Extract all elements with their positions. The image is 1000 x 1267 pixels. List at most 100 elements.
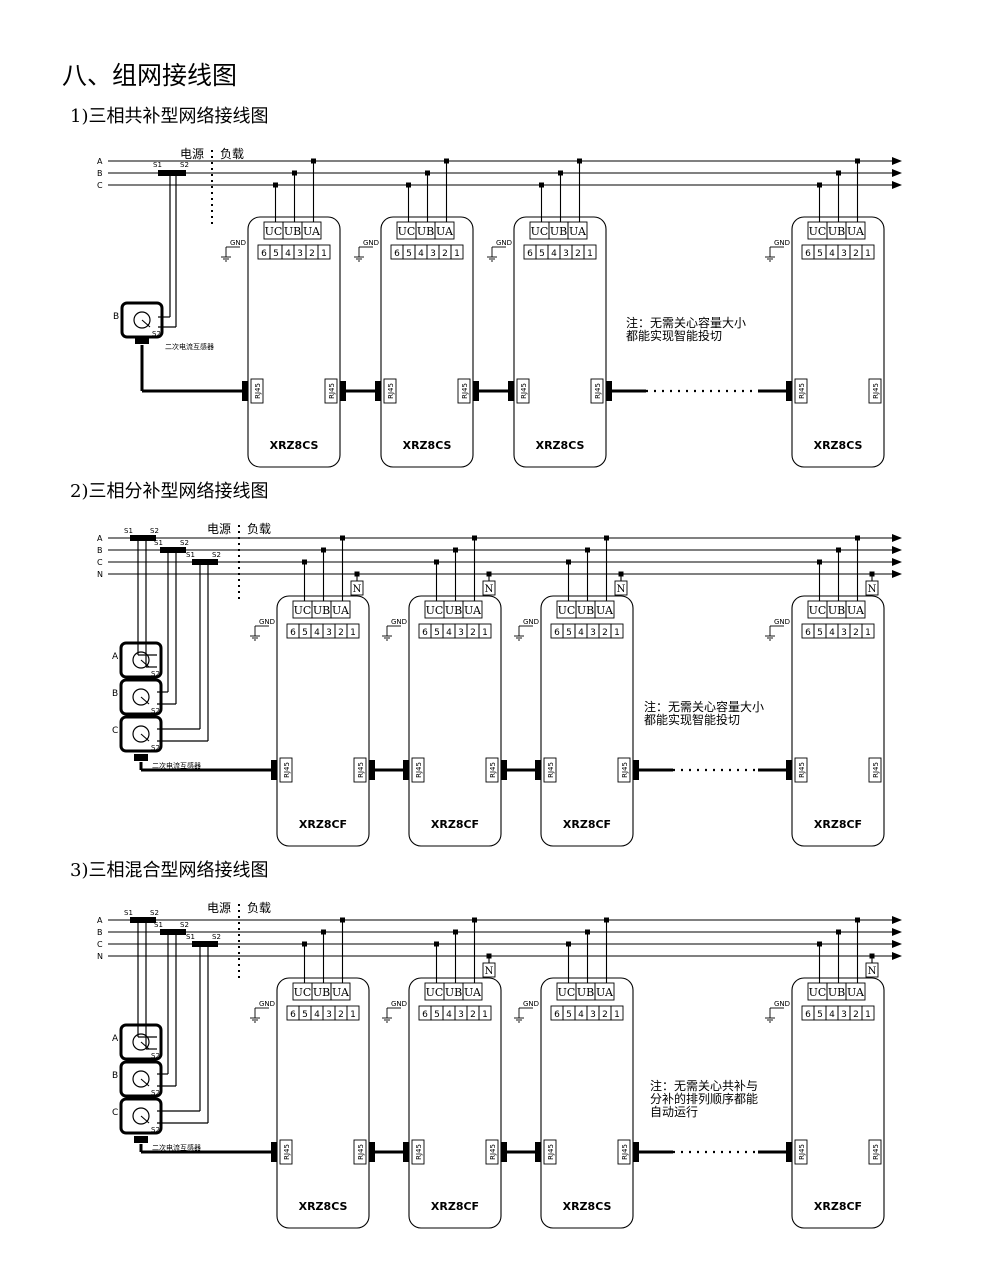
page-heading: 八、组网接线图	[62, 61, 237, 90]
voltage-terminal-label: UC	[531, 225, 549, 238]
rj45-plug	[786, 760, 792, 780]
junction-dot	[566, 559, 571, 565]
terminal-block	[317, 244, 331, 260]
voltage-terminal-label: UC	[426, 604, 444, 617]
junction-dot	[558, 170, 563, 176]
voltage-terminal	[845, 221, 866, 240]
ct-terminal-label: S1	[186, 933, 195, 941]
voltage-terminal-label: UB	[445, 604, 462, 617]
terminal-number: 2	[338, 1010, 344, 1020]
terminal-number: 1	[865, 249, 871, 259]
terminal-block	[861, 1005, 875, 1021]
rj45-port	[411, 757, 425, 783]
rj45-label: RJ45	[328, 383, 336, 399]
source-label: 电源	[207, 522, 231, 536]
junction-dot	[434, 941, 439, 947]
rj45-plug	[633, 760, 639, 780]
section-title: 2)三相分补型网络接线图	[70, 481, 268, 502]
terminal-number: 1	[587, 249, 593, 259]
terminal-number: 2	[853, 628, 859, 638]
junction-dot	[302, 559, 307, 565]
rj45-label: RJ45	[283, 1144, 291, 1160]
voltage-terminal-label: UB	[577, 604, 594, 617]
ct-phase-label: A	[112, 652, 119, 662]
rj45-port	[617, 757, 631, 783]
junction-dot	[566, 941, 571, 947]
ct-coil-icon	[140, 733, 150, 742]
rj45-plug	[242, 381, 248, 401]
rj45-port	[324, 378, 338, 404]
junction-dot	[869, 571, 875, 577]
terminal-number: 3	[326, 628, 332, 638]
neutral-terminal-label: N	[868, 966, 877, 977]
rj45-plug	[786, 1142, 792, 1162]
controller-model-label: XRZ8CF	[814, 1200, 862, 1213]
rj45-label: RJ45	[489, 1144, 497, 1160]
phase-label: C	[97, 940, 103, 949]
voltage-terminal-label: UA	[847, 986, 865, 999]
voltage-terminal-label: UA	[436, 225, 454, 238]
phase-label: A	[97, 916, 103, 925]
rj45-plug	[501, 760, 507, 780]
rj45-plug	[633, 1142, 639, 1162]
voltage-terminal-label: UB	[550, 225, 567, 238]
neutral-terminal-label: N	[485, 584, 494, 595]
voltage-terminal-label: UC	[265, 225, 283, 238]
controller-model-label: XRZ8CF	[814, 818, 862, 831]
junction-dot	[539, 182, 544, 188]
rj45-label: RJ45	[798, 383, 806, 399]
ct-terminal-label: S2	[151, 707, 160, 715]
rj45-port	[543, 757, 557, 783]
voltage-terminal-label: UA	[847, 604, 865, 617]
terminal-block	[861, 244, 875, 260]
junction-dot	[836, 929, 841, 935]
rj45-label: RJ45	[415, 1144, 423, 1160]
gnd-label: GND	[363, 239, 379, 247]
terminal-number: 6	[261, 249, 267, 259]
voltage-terminal-label: UA	[332, 604, 350, 617]
controller-model-label: XRZ8CF	[563, 818, 611, 831]
terminal-number: 3	[563, 249, 569, 259]
rj45-label: RJ45	[872, 1144, 880, 1160]
terminal-number: 1	[482, 1010, 488, 1020]
terminal-number: 6	[805, 1010, 811, 1020]
rj45-label: RJ45	[547, 1144, 555, 1160]
ct-terminal-label: S1	[153, 161, 162, 169]
rj45-label: RJ45	[357, 762, 365, 778]
voltage-terminal	[462, 600, 483, 619]
junction-dot	[618, 571, 624, 577]
junction-dot	[577, 158, 582, 164]
terminal-number: 2	[442, 249, 448, 259]
rj45-plug	[535, 760, 541, 780]
junction-dot	[444, 158, 449, 164]
ct-terminal-label: S2	[151, 1089, 160, 1097]
terminal-block	[861, 623, 875, 639]
terminal-block	[610, 623, 624, 639]
junction-dot	[817, 182, 822, 188]
voltage-terminal-label: UC	[809, 986, 827, 999]
voltage-terminal-label: UC	[398, 225, 416, 238]
voltage-terminal-label: UC	[294, 604, 312, 617]
voltage-terminal	[567, 221, 588, 240]
junction-dot	[311, 158, 316, 164]
terminal-number: 3	[590, 1010, 596, 1020]
terminal-number: 4	[829, 628, 835, 638]
rj45-port	[279, 757, 293, 783]
voltage-terminal-label: UB	[313, 604, 330, 617]
ct-caption: 二次电流互感器	[152, 1143, 201, 1152]
terminal-number: 3	[590, 628, 596, 638]
source-label: 电源	[207, 901, 231, 915]
terminal-number: 1	[482, 628, 488, 638]
rj45-port	[516, 378, 530, 404]
ct-terminal-label: S2	[151, 1126, 160, 1134]
arrow-icon	[892, 157, 902, 165]
gnd-label: GND	[391, 1000, 407, 1008]
arrow-icon	[892, 928, 902, 936]
terminal-number: 5	[302, 628, 308, 638]
junction-dot	[855, 158, 860, 164]
